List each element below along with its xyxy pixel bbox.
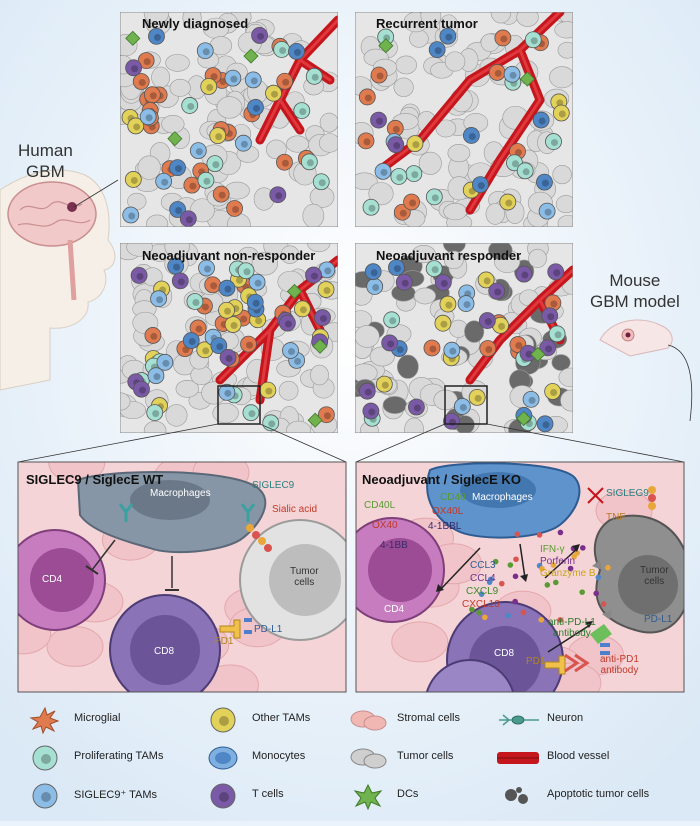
zoom-box-right xyxy=(444,385,488,425)
mouse-gbm-label: Mouse GBM model xyxy=(590,271,680,311)
siglec9-label: SIGLEC9 xyxy=(252,480,295,491)
panel-title-non-responder: Neoadjuvant non-responder xyxy=(142,248,316,263)
bbl-label: 4-1BBL xyxy=(428,521,462,532)
zoom-box-left xyxy=(217,385,261,425)
neuron-icon xyxy=(499,714,539,726)
legend-label-dcs: DCs xyxy=(397,788,419,800)
legend-label-prolif_tams: Proliferating TAMs xyxy=(74,750,164,762)
pdl1-label: PD-L1 xyxy=(254,624,283,635)
zoom-panel-wt xyxy=(18,462,346,692)
human-gbm-label: Human GBM xyxy=(18,141,73,181)
microglia-icon xyxy=(29,706,60,735)
pdl1-ko-label: PD-L1 xyxy=(644,614,673,625)
ox40l-label: OX40L xyxy=(432,506,464,517)
panel-title-responder: Neoadjuvant responder xyxy=(376,248,522,263)
legend-label-tumor: Tumor cells xyxy=(397,750,454,762)
cd8-ko-label: CD8 xyxy=(494,648,515,659)
macrophages-ko-label: Macrophages xyxy=(472,492,533,503)
cxcl10-label: CXCL10 xyxy=(462,599,500,610)
blood-vessel-icon xyxy=(497,752,539,764)
legend-label-microglial: Microglial xyxy=(74,712,121,724)
prolif-tam-icon xyxy=(32,745,58,771)
cd4-label: CD4 xyxy=(42,574,63,585)
pd1-ko-label: PD1 xyxy=(526,656,546,667)
stromal-icon xyxy=(350,710,387,731)
human-head-illustration xyxy=(0,169,119,391)
siglec9-ko-label: SIGLEG9 xyxy=(606,488,649,499)
anti-pdl1-label: anti-PD-L1 antibody xyxy=(548,617,596,639)
cd40-label: CD40 xyxy=(440,492,466,503)
legend-label-neuron: Neuron xyxy=(547,712,584,724)
tumor-spot-icon xyxy=(67,202,77,212)
granzyme-label: Granzyme B xyxy=(540,568,596,579)
zoom-left-title: SIGLEC9 / SiglecE WT xyxy=(26,472,164,487)
tumor-cell-icon xyxy=(350,748,387,769)
ccl3-label: CCL3 xyxy=(470,560,496,571)
legend-label-tcells: T cells xyxy=(252,788,284,800)
ifn-label: IFN-γ xyxy=(540,544,565,555)
tumor-cells-ko-label: Tumor cells xyxy=(640,565,669,587)
cd8-label: CD8 xyxy=(154,646,175,657)
legend-label-stromal: Stromal cells xyxy=(397,712,460,724)
monocyte-icon xyxy=(208,746,238,770)
macrophages-label: Macrophages xyxy=(150,488,211,499)
brain-icon xyxy=(7,181,97,247)
tumor-cells-label: Tumor cells xyxy=(290,566,319,588)
pd1-label: PD1 xyxy=(214,636,234,647)
other-tam-icon xyxy=(210,707,236,733)
ccl4-label: CCL4 xyxy=(470,573,496,584)
cxcl9-label: CXCL9 xyxy=(466,586,499,597)
sialic-acid-label: Sialic acid xyxy=(272,504,318,515)
mouse-illustration xyxy=(599,319,693,422)
panel-title-recurrent: Recurrent tumor xyxy=(376,16,478,31)
legend-label-vessel: Blood vessel xyxy=(547,750,610,762)
legend-label-siglec9_tams: SIGLEC9⁺ TAMs xyxy=(74,789,158,801)
zoom-right-title: Neoadjuvant / SiglecE KO xyxy=(362,472,521,487)
t-cell-icon xyxy=(210,783,236,809)
ox40-label: OX40 xyxy=(372,520,398,531)
anti-pd1-label: anti-PD1 antibody xyxy=(600,654,639,676)
cd40l-label: CD40L xyxy=(364,500,396,511)
bb-label: 4-1BB xyxy=(380,540,408,551)
tnf-label: TNF xyxy=(606,512,626,523)
siglec9-tam-icon xyxy=(32,783,58,809)
legend-label-apoptotic: Apoptotic tumor cells xyxy=(547,788,650,800)
cd4-ko-label: CD4 xyxy=(384,604,405,615)
panel-title-newly-diagnosed: Newly diagnosed xyxy=(142,16,249,31)
legend-label-monocytes: Monocytes xyxy=(252,750,306,762)
apoptotic-icon xyxy=(505,787,528,804)
perforin-label: Porferin xyxy=(540,556,576,567)
legend-label-other_tams: Other TAMs xyxy=(252,712,311,724)
zoom-panel-ko xyxy=(356,462,684,692)
dc-icon xyxy=(353,783,383,811)
